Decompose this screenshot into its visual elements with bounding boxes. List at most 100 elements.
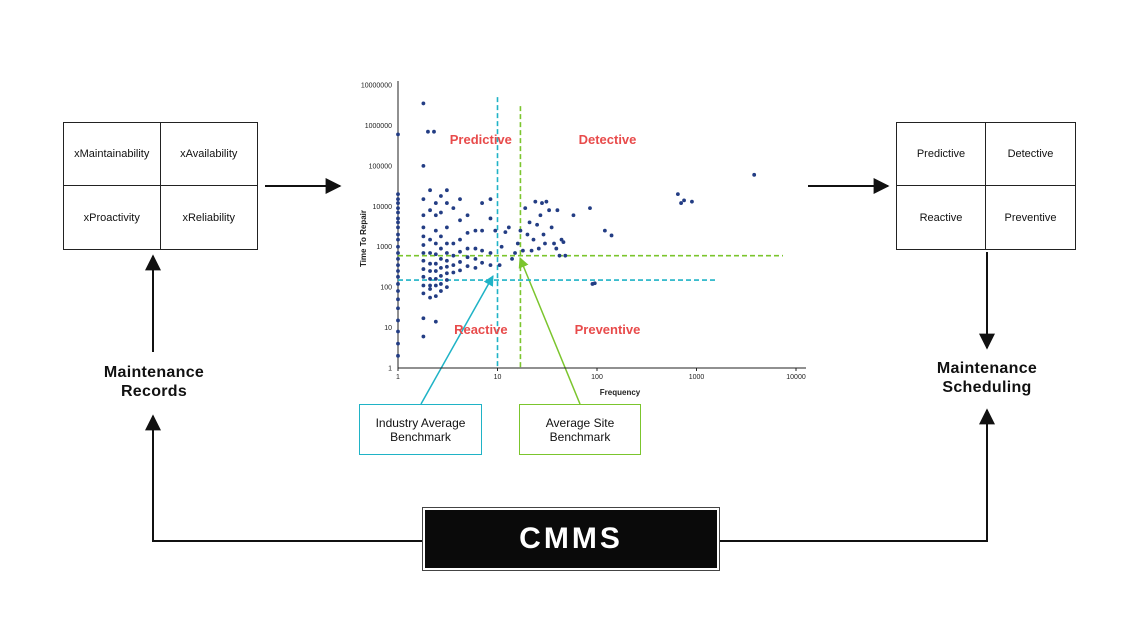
data-point xyxy=(439,282,443,286)
x-tick-label: 1 xyxy=(396,374,400,381)
data-point xyxy=(444,201,449,205)
data-point xyxy=(444,278,449,282)
data-point xyxy=(444,188,449,193)
data-point xyxy=(428,295,432,300)
data-point xyxy=(527,220,532,225)
data-point xyxy=(396,297,400,302)
data-point xyxy=(439,210,443,215)
data-point xyxy=(752,172,757,177)
x-axis-title: Frequency xyxy=(600,388,641,397)
data-point xyxy=(421,197,426,202)
data-point xyxy=(480,248,484,253)
data-point xyxy=(421,234,426,239)
data-point xyxy=(531,237,536,242)
data-point xyxy=(561,240,566,245)
data-point xyxy=(473,246,478,251)
data-point xyxy=(571,213,576,218)
cmms-label: CMMS xyxy=(519,522,623,555)
data-point xyxy=(543,241,547,246)
arrow-cmms-to-scheduling xyxy=(717,408,995,542)
data-point xyxy=(396,306,400,311)
data-point xyxy=(518,228,523,233)
data-point xyxy=(433,213,438,218)
data-point xyxy=(428,208,432,213)
data-point xyxy=(428,276,432,281)
site-benchmark-callout: Average Site Benchmark xyxy=(519,404,641,455)
data-point xyxy=(396,201,400,205)
data-point xyxy=(421,274,426,279)
data-point xyxy=(421,316,426,321)
y-tick-label: 10 xyxy=(384,325,392,332)
data-point xyxy=(439,256,443,261)
data-point xyxy=(515,241,520,246)
metric-proactivity: xProactivity xyxy=(64,186,161,249)
data-point xyxy=(428,287,432,291)
data-point xyxy=(535,222,539,227)
y-tick-label: 1 xyxy=(388,366,392,373)
data-point xyxy=(396,132,400,137)
data-point xyxy=(557,253,562,258)
data-point xyxy=(396,244,400,249)
data-point xyxy=(421,267,426,271)
data-point xyxy=(506,225,511,230)
data-point xyxy=(444,251,449,255)
data-point xyxy=(433,201,438,205)
maintenance-scheduling-label: Maintenance Scheduling xyxy=(936,360,1038,396)
data-point xyxy=(433,252,438,257)
data-point xyxy=(549,225,554,230)
data-point xyxy=(547,208,551,213)
data-point xyxy=(421,334,426,339)
data-point xyxy=(433,261,438,266)
data-point xyxy=(465,246,470,251)
quadrant-label-detective: Detective xyxy=(579,132,637,147)
data-point xyxy=(488,251,493,255)
data-point xyxy=(428,237,432,242)
x-tick-label: 1000 xyxy=(689,374,705,381)
industry-benchmark-pointer xyxy=(420,275,494,405)
industry-benchmark-callout: Industry Average Benchmark xyxy=(359,404,482,455)
data-point xyxy=(439,273,443,278)
y-tick-label: 10000 xyxy=(373,204,393,211)
x-tick-label: 10000 xyxy=(786,374,806,381)
y-tick-label: 100000 xyxy=(369,163,392,170)
x-tick-label: 100 xyxy=(591,374,603,381)
data-point xyxy=(451,206,456,211)
data-point xyxy=(421,283,426,288)
metric-maintainability: xMaintainability xyxy=(64,123,161,186)
data-point xyxy=(480,260,484,265)
y-tick-label: 10000000 xyxy=(361,83,392,90)
data-point xyxy=(538,213,543,218)
data-point xyxy=(536,246,541,251)
data-point xyxy=(444,271,449,276)
strategy-predictive: Predictive xyxy=(897,123,986,186)
data-point xyxy=(396,225,400,230)
data-point xyxy=(396,353,400,358)
data-point xyxy=(396,289,400,293)
data-point xyxy=(396,318,400,323)
y-tick-label: 1000000 xyxy=(365,123,392,130)
strategy-detective: Detective xyxy=(986,123,1075,186)
maintenance-records-label: Maintenance Records xyxy=(103,364,205,400)
data-point xyxy=(523,206,528,211)
data-point xyxy=(421,251,426,255)
data-point xyxy=(426,129,430,134)
data-point xyxy=(439,234,443,239)
data-point xyxy=(444,264,449,269)
data-point xyxy=(465,213,470,218)
y-tick-label: 100 xyxy=(380,285,392,292)
data-point xyxy=(396,237,400,242)
data-point xyxy=(473,256,478,261)
arrow-cmms-to-records xyxy=(145,414,425,542)
data-point xyxy=(439,246,443,251)
data-point xyxy=(513,251,517,255)
data-point xyxy=(493,228,498,233)
data-point xyxy=(439,194,443,198)
site-benchmark-pointer xyxy=(518,257,581,405)
data-point xyxy=(458,260,462,264)
data-point xyxy=(541,232,546,237)
data-point xyxy=(679,201,683,205)
data-point xyxy=(510,256,514,261)
data-point xyxy=(428,251,432,255)
data-point xyxy=(533,199,538,204)
